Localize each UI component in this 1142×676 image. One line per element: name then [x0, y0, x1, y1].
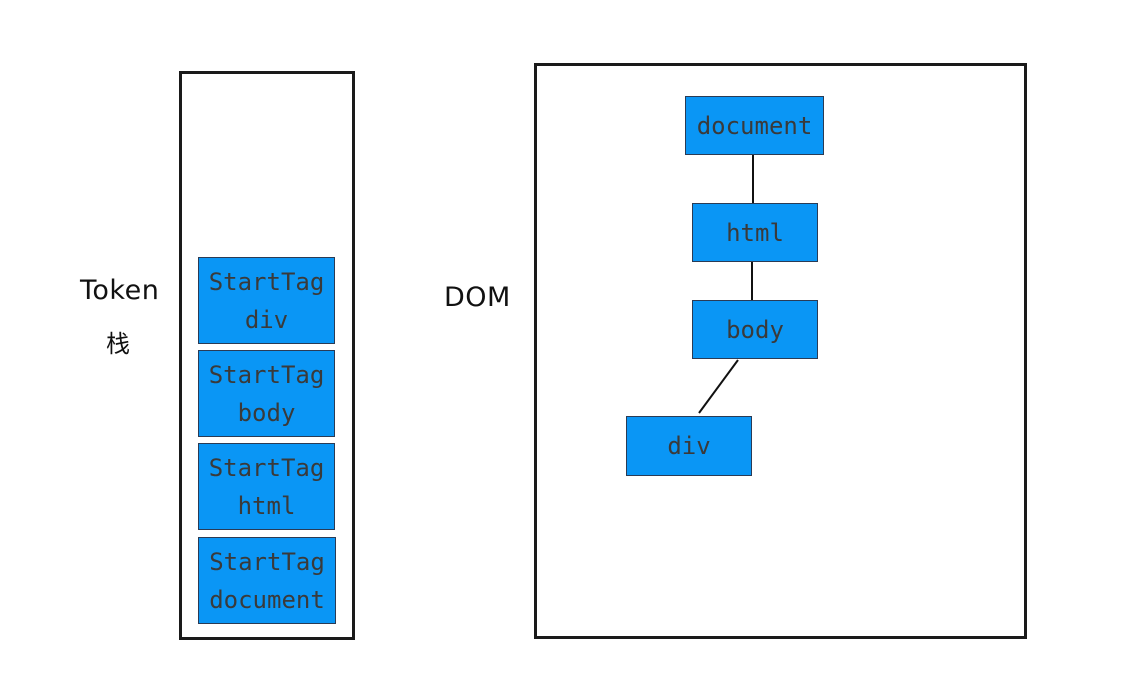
token-label-text: Token	[80, 275, 160, 306]
dom-node-label: document	[696, 111, 813, 140]
dom-node-div: div	[626, 416, 752, 476]
dom-node-label: html	[726, 218, 784, 247]
stack-item-name: html	[237, 491, 296, 520]
stack-item-name: div	[244, 305, 289, 334]
stack-item-tag: StartTag	[208, 453, 325, 482]
dom-node-body: body	[692, 300, 818, 359]
stack-item-div: StartTag div	[198, 257, 335, 344]
dom-node-document: document	[685, 96, 824, 155]
token-stack-label: Token	[80, 275, 159, 306]
stack-item-name: document	[209, 585, 325, 614]
stack-item-tag: StartTag	[209, 547, 325, 576]
dom-node-label: div	[667, 432, 711, 460]
stack-label-text: 栈	[106, 330, 131, 358]
stack-item-document: StartTag document	[198, 537, 336, 624]
stack-item-name: body	[237, 398, 296, 427]
dom-label-text: DOM	[444, 282, 511, 313]
stack-item-html: StartTag html	[198, 443, 335, 530]
dom-node-label: body	[726, 315, 784, 344]
dom-node-html: html	[692, 203, 818, 262]
stack-item-tag: StartTag	[208, 267, 325, 296]
dom-label: DOM	[444, 282, 511, 313]
stack-item-tag: StartTag	[208, 360, 325, 389]
stack-label: 栈	[106, 324, 131, 359]
stack-item-body: StartTag body	[198, 350, 335, 437]
